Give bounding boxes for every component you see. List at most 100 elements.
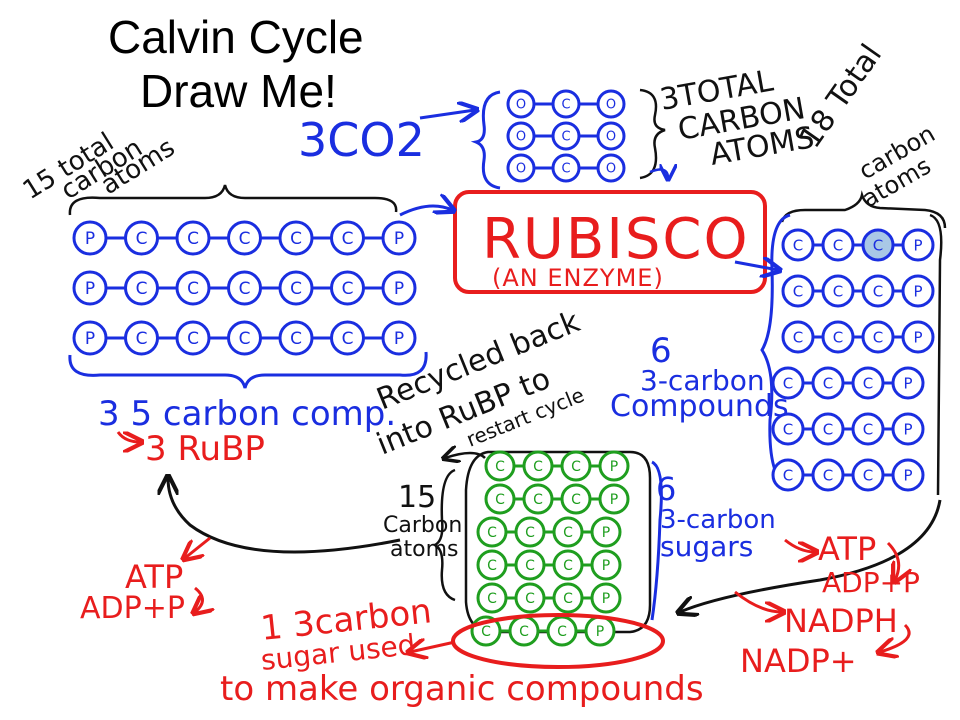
compound-atom-label: C	[793, 236, 803, 254]
left-atp: ATP	[125, 558, 183, 596]
compound-atom-label: C	[793, 282, 803, 300]
compound-atom-circle	[861, 320, 895, 354]
compound-atom-label: P	[903, 420, 912, 438]
rubp-atom-circle	[278, 320, 314, 356]
co2-atom-label: O	[516, 130, 526, 145]
compounds-label-1: 3-carbon	[640, 364, 765, 397]
rubp-atom-circle	[72, 320, 108, 356]
sugar-atom-label: C	[481, 624, 491, 640]
sugar-atom-label: C	[533, 492, 543, 508]
sugar-atom-circle	[514, 582, 546, 614]
rubp-atom-circle	[330, 320, 365, 356]
compound-atom-label: C	[783, 466, 793, 484]
used-arrow	[410, 642, 456, 652]
sugar-atom-circle	[522, 483, 554, 515]
rubp-atom-label: C	[290, 279, 302, 299]
co2-label: 3CO2	[298, 113, 425, 167]
compound-atom-circle	[771, 412, 805, 446]
rubp-atom-circle	[381, 270, 417, 306]
compound-atom-circle	[891, 458, 925, 492]
rubp-atom-label: C	[239, 229, 251, 249]
co2-atom-label: C	[561, 98, 570, 113]
compound-atom-circle	[901, 274, 935, 308]
rubp-atom-circle	[175, 220, 211, 256]
rubp-atom-label: P	[85, 229, 95, 249]
co2-left-brace	[470, 90, 501, 190]
co2-right-brace	[639, 88, 666, 180]
rubisco-label: RUBISCO	[482, 207, 750, 272]
rubp-atom-label: C	[239, 329, 251, 349]
compound-atom-label: C	[783, 420, 793, 438]
compound-atom-circle	[861, 228, 895, 262]
rubp-atom-circle	[227, 320, 262, 356]
sugars-label-1: 3-carbon	[660, 505, 776, 535]
rubp-atom-label: C	[136, 279, 148, 299]
right-adp: ADP+P	[822, 566, 920, 599]
nadph-to-nadp-arrow	[880, 623, 911, 652]
rubp-label: 3 5 carbon comp.	[98, 394, 396, 434]
rubp-to-rubisco-arrow	[399, 206, 452, 217]
sugar-atom-circle	[598, 450, 630, 482]
nadph-in-arrow	[734, 590, 782, 612]
compound-atom-label: C	[873, 328, 883, 346]
rubp-bottom-brace	[68, 351, 428, 389]
sugar-atom-label: C	[487, 591, 497, 607]
rubp-atom-circle	[124, 220, 159, 256]
rubp-atom-circle	[124, 320, 159, 356]
left-atp-arrow	[185, 536, 211, 558]
compound-atom-circle	[781, 228, 815, 262]
sugar-atom-circle	[476, 582, 508, 614]
co2-atom-circle	[596, 121, 626, 151]
sugar-atom-label: C	[563, 558, 573, 574]
sugar-atom-label: P	[602, 558, 610, 574]
rubp-atom-circle	[278, 220, 314, 256]
co2-atom-circle	[551, 89, 581, 119]
sugar-atom-circle	[514, 549, 546, 581]
sugar-atom-label: C	[563, 525, 573, 541]
compound-atom-label: C	[833, 236, 843, 254]
compound-atom-label: C	[833, 328, 843, 346]
sugar-atom-label: C	[563, 591, 573, 607]
compounds-to-sugars-arrow	[680, 499, 942, 612]
compounds-note-1: 18 Total	[793, 38, 889, 155]
compound-atom-circle	[891, 366, 925, 400]
co2-atom-circle	[506, 153, 536, 183]
co2-atom-circle	[596, 153, 626, 183]
sugars-label-2: sugars	[660, 530, 753, 563]
compound-atom-label: C	[783, 374, 793, 392]
title-line-1: Calvin Cycle	[108, 11, 364, 63]
sugar-atom-circle	[514, 516, 546, 548]
sugar-atom-label: P	[596, 624, 604, 640]
sugar-atom-label: C	[525, 525, 535, 541]
rubp-atom-label: C	[239, 279, 251, 299]
co2-arrow	[419, 110, 475, 118]
rubp-atom-label: P	[85, 279, 95, 299]
co2-atom-label: O	[606, 130, 616, 145]
sugar-atom-label: C	[571, 492, 581, 508]
rubp-atom-circle	[227, 220, 262, 256]
compound-atom-circle	[901, 228, 935, 262]
fifteen-label-2: atoms	[390, 537, 458, 562]
sugar-atom-label: P	[610, 459, 618, 475]
compounds-top-brace	[780, 190, 947, 229]
rubp-top-brace	[68, 184, 398, 216]
compound-atom-label: C	[823, 466, 833, 484]
co2-atom-label: O	[606, 162, 616, 177]
compounds-label-2: Compounds	[610, 389, 789, 424]
rubp-atom-circle	[124, 270, 159, 306]
rubp-sub-arrow	[116, 431, 140, 442]
sugar-atom-label: P	[602, 591, 610, 607]
compound-atom-circle	[771, 458, 805, 492]
compound-atom-circle	[891, 412, 925, 446]
rubp-atom-label: C	[187, 279, 199, 299]
compound-atom-circle	[901, 320, 935, 354]
sugar-atom-circle	[560, 483, 592, 515]
fifteen-label-1: Carbon	[383, 513, 462, 538]
co2-atom-circle	[551, 121, 581, 151]
title-line-2: Draw Me!	[140, 65, 337, 117]
right-atp: ATP	[818, 530, 876, 568]
organic-label: to make organic compounds	[220, 669, 704, 709]
rubp-atom-label: P	[85, 329, 95, 349]
